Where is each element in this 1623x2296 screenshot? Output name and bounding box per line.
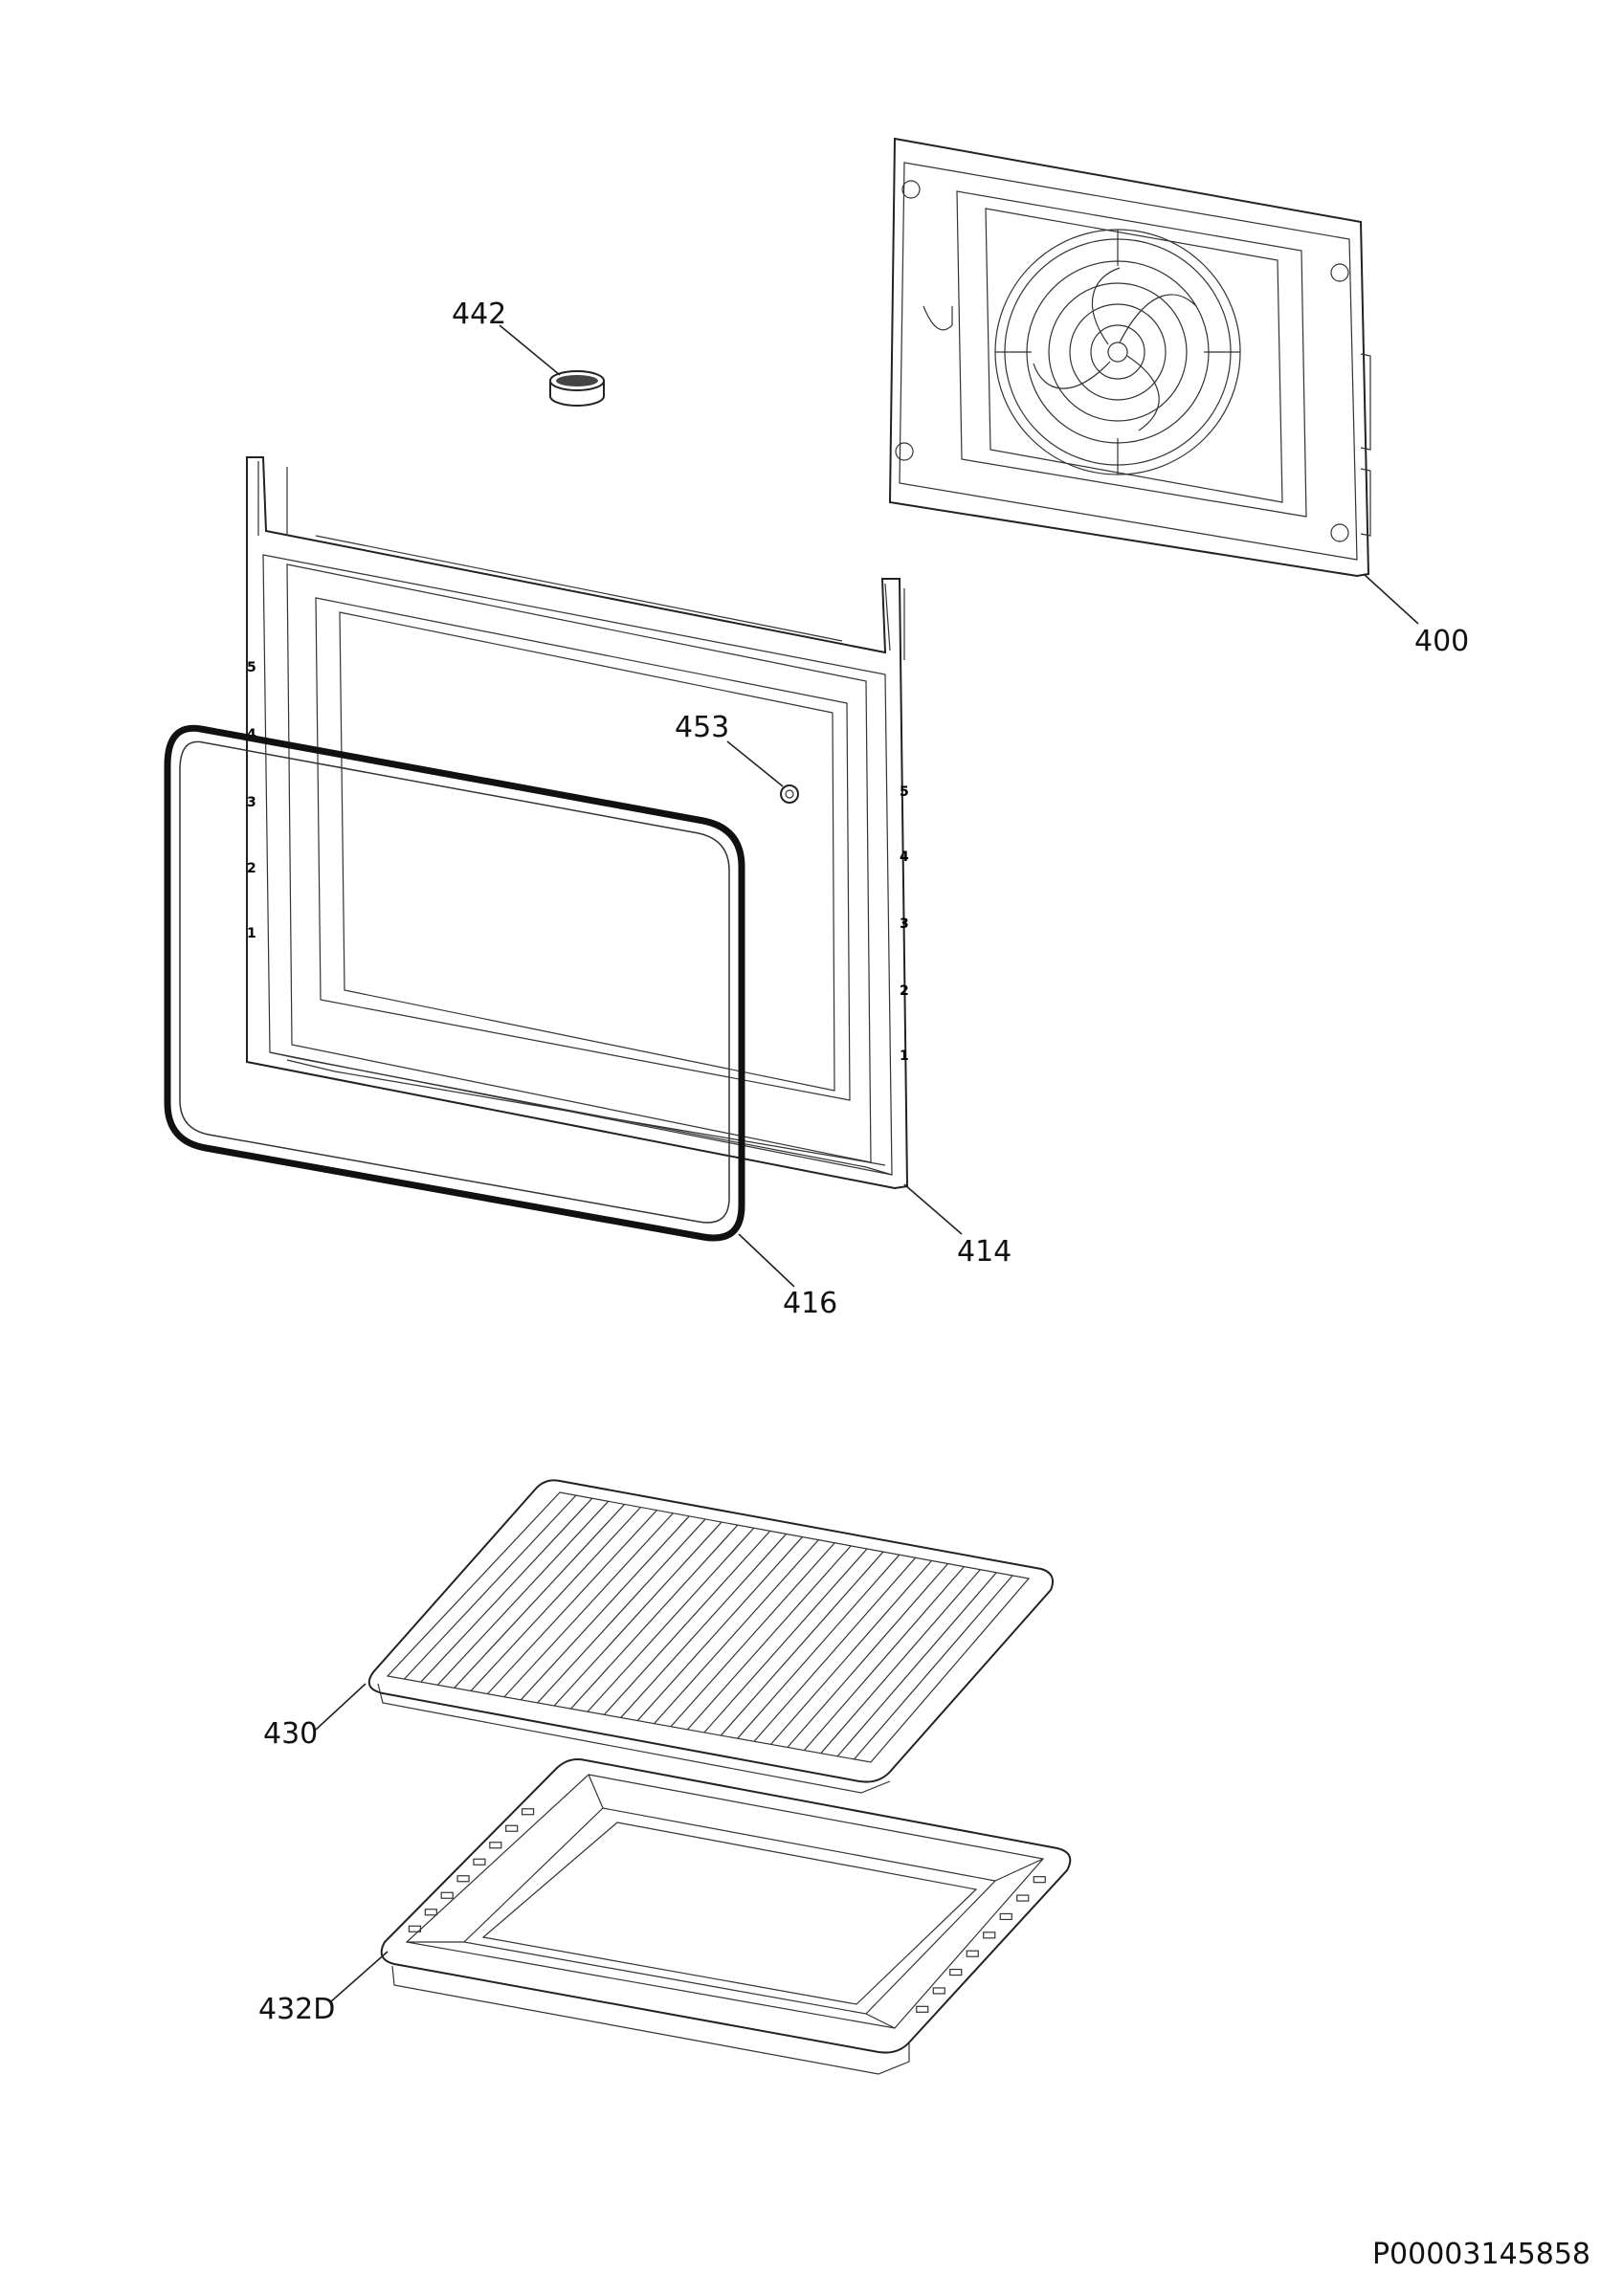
shelf-wire — [820, 1569, 981, 1755]
shelf-wire — [770, 1559, 933, 1745]
label-414: 414 — [957, 1235, 1012, 1269]
shelf-wire — [587, 1527, 755, 1712]
tray-slot — [521, 1808, 535, 1816]
label-442: 442 — [452, 298, 506, 331]
shelf-wire — [487, 1510, 657, 1695]
svg-text:1: 1 — [900, 1049, 909, 1064]
part-400-back-panel — [888, 137, 1371, 578]
shelf-wire — [603, 1530, 771, 1715]
svg-text:2: 2 — [247, 861, 256, 876]
part-430-wire-shelf — [367, 1479, 1054, 1794]
svg-text:5: 5 — [900, 784, 909, 800]
tray-slot — [949, 1968, 963, 1976]
shelf-wire — [420, 1497, 593, 1683]
side-markers-right: 5 4 3 2 1 — [900, 784, 909, 1064]
label-416: 416 — [783, 1287, 837, 1320]
leader-442 — [499, 324, 561, 376]
shelf-wire — [703, 1548, 868, 1733]
svg-text:1: 1 — [247, 926, 256, 941]
shelf-wire — [787, 1563, 948, 1748]
svg-text:2: 2 — [900, 983, 909, 999]
part-416-gasket — [164, 724, 745, 1242]
part-432D-baking-tray — [380, 1758, 1072, 2075]
shelf-wire — [753, 1556, 917, 1742]
shelf-wire — [454, 1504, 626, 1689]
shelf-wire — [403, 1494, 577, 1680]
tray-slot — [440, 1891, 454, 1899]
shelf-wire — [553, 1521, 723, 1707]
shelf-wire — [737, 1554, 900, 1739]
shelf-wire — [803, 1566, 965, 1751]
shelf-wire — [470, 1507, 641, 1691]
leader-414 — [903, 1183, 963, 1235]
reference-code: P00003145858 — [1371, 2238, 1590, 2271]
tray-slot — [505, 1824, 519, 1832]
shelf-wire — [570, 1524, 739, 1710]
label-453: 453 — [675, 711, 729, 744]
svg-text:4: 4 — [247, 727, 256, 742]
shelf-wire — [620, 1534, 787, 1718]
part-453-screw — [780, 784, 799, 804]
leader-430 — [315, 1683, 367, 1731]
shelf-wire — [854, 1575, 1013, 1760]
shelf-wire — [636, 1536, 803, 1721]
tray-slot — [408, 1925, 422, 1932]
tray-slot — [1016, 1894, 1030, 1902]
part-414-cavity-frame — [246, 456, 909, 1190]
tray-slot — [983, 1932, 996, 1939]
shelf-wire — [670, 1542, 835, 1728]
part-442-cap — [549, 370, 605, 407]
tray-slot — [932, 1987, 945, 1995]
shelf-wire — [436, 1500, 610, 1686]
tray-slot — [966, 1950, 979, 1957]
shelf-wire — [836, 1572, 997, 1757]
tray-slot — [473, 1858, 486, 1866]
svg-text:3: 3 — [247, 795, 256, 810]
svg-text:4: 4 — [900, 850, 909, 865]
side-markers-left: 5 4 3 2 1 — [247, 660, 256, 941]
shelf-wire — [654, 1539, 819, 1725]
shelf-wire — [503, 1512, 674, 1698]
leader-432D — [329, 1951, 389, 2003]
label-400: 400 — [1414, 625, 1469, 658]
shelf-wire-bars — [403, 1494, 1013, 1760]
leader-453 — [726, 740, 784, 787]
label-430: 430 — [263, 1717, 318, 1751]
tray-slot — [999, 1912, 1012, 1921]
shelf-wire — [520, 1515, 690, 1701]
shelf-wire — [720, 1551, 884, 1736]
shelf-wire — [537, 1518, 706, 1704]
tray-slot — [1033, 1876, 1046, 1884]
label-432D: 432D — [258, 1993, 335, 2026]
leader-416 — [738, 1233, 795, 1288]
svg-text:5: 5 — [247, 660, 256, 675]
tray-slot — [489, 1842, 502, 1849]
tray-slot — [424, 1909, 437, 1916]
tray-slot — [456, 1875, 470, 1883]
tray-slot — [916, 2005, 929, 2013]
leader-400 — [1363, 573, 1419, 625]
tray-side-slots-right — [916, 1876, 1046, 2013]
shelf-wire — [686, 1545, 852, 1731]
svg-text:3: 3 — [900, 916, 909, 932]
tray-side-slots-left — [408, 1808, 535, 1932]
